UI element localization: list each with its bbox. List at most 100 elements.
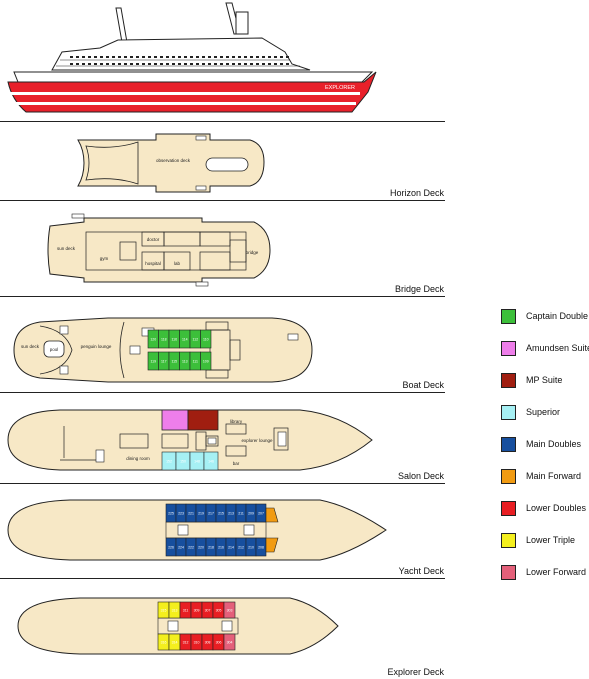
ship-window <box>160 63 163 65</box>
legend-label: Superior <box>526 407 561 417</box>
cabin-number: 308 <box>205 641 211 645</box>
ship-window <box>136 56 139 58</box>
ship-window <box>262 56 265 58</box>
cabin-number: 215 <box>218 512 224 516</box>
main-forward-cabin <box>265 507 279 523</box>
legend-item: Captain Double <box>501 307 588 325</box>
room-label: gym <box>100 256 109 261</box>
ship-window <box>166 56 169 58</box>
ship-window <box>106 56 109 58</box>
room-label: explorer lounge <box>241 438 273 443</box>
cabin-number: 214 <box>228 546 234 550</box>
ship-window <box>286 63 289 65</box>
cabin-number: 209 <box>248 512 254 516</box>
deck-title-yacht: Yacht Deck <box>399 566 445 576</box>
ship-window <box>190 63 193 65</box>
legend-item: MP Suite <box>501 371 562 389</box>
room-label: penguin lounge <box>81 344 112 349</box>
cabin-number: 118 <box>161 338 167 342</box>
ship-window <box>190 56 193 58</box>
ship-window <box>280 56 283 58</box>
room-label: bar <box>233 461 240 466</box>
ship-window <box>220 63 223 65</box>
cabin-number: 222 <box>188 546 194 550</box>
legend-item: Lower Doubles <box>501 499 586 517</box>
legend-label: MP Suite <box>526 375 563 385</box>
ship-window <box>178 63 181 65</box>
room-label: sun deck <box>21 344 40 349</box>
ship-window <box>172 63 175 65</box>
deck-title-bridge: Bridge Deck <box>395 284 445 294</box>
cabin-number: 117 <box>161 360 167 364</box>
ship-window <box>130 56 133 58</box>
legend-item: Lower Forward <box>501 563 586 581</box>
ship-window <box>184 63 187 65</box>
ship-window <box>142 63 145 65</box>
room-label: library <box>230 419 243 424</box>
legend-swatch <box>501 564 516 580</box>
ship-window <box>106 63 109 65</box>
cabin-number: 305 <box>216 609 222 613</box>
cabin-number: 146 <box>208 460 214 464</box>
ship-window <box>280 63 283 65</box>
ship-window <box>244 63 247 65</box>
ship-window <box>112 63 115 65</box>
cabin <box>200 329 212 349</box>
ship-window <box>196 63 199 65</box>
cabin-number: 306 <box>216 641 222 645</box>
deck-title-horizon: Horizon Deck <box>390 188 445 198</box>
cabin-number: 315 <box>161 609 167 613</box>
ship-window <box>268 56 271 58</box>
ship-window <box>256 63 259 65</box>
ship-window <box>184 56 187 58</box>
cabin-number: 109 <box>203 360 209 364</box>
yacht-deck-outline <box>7 499 387 561</box>
deck-separators <box>0 121 445 579</box>
legend-item: Main Forward <box>501 467 581 485</box>
ship-window <box>112 56 115 58</box>
ship-window <box>238 56 241 58</box>
cabin-number: 307 <box>205 609 211 613</box>
cabin-number: 311 <box>183 609 189 613</box>
ship-window <box>226 56 229 58</box>
cabin-number: 148 <box>194 460 200 464</box>
cabin-number: 309 <box>194 609 200 613</box>
ship-window <box>118 63 121 65</box>
cabin-number: 120 <box>150 338 156 342</box>
ship-window <box>136 63 139 65</box>
cabin-number: 217 <box>208 512 214 516</box>
main-forward-cabin <box>265 537 279 553</box>
ship-window <box>154 56 157 58</box>
cabin-number: 207 <box>258 512 264 516</box>
ship-window <box>148 56 151 58</box>
cabin-number: 218 <box>208 546 214 550</box>
ship-window <box>256 56 259 58</box>
ship-window <box>232 63 235 65</box>
legend-item: Amundsen Suite <box>501 339 589 357</box>
room-label: sun deck <box>57 246 76 251</box>
legend-label: Amundsen Suite <box>526 343 589 353</box>
ship-window <box>148 63 151 65</box>
cabin-number: 312 <box>183 641 189 645</box>
ship-window <box>214 63 217 65</box>
cabin <box>223 633 236 651</box>
ship-window <box>238 63 241 65</box>
legend-swatch <box>501 532 516 548</box>
cabin-number: 212 <box>238 546 244 550</box>
legend-item: Superior <box>501 403 560 421</box>
legend-swatch <box>501 308 516 324</box>
ship-window <box>88 56 91 58</box>
cabin-number: 111 <box>193 360 198 364</box>
bridge-deck-outline <box>47 217 271 283</box>
room-label: doctor <box>147 237 160 242</box>
mp-suite-cabin <box>187 409 219 431</box>
ship-window <box>100 56 103 58</box>
legend-swatch <box>501 436 516 452</box>
legend-item: Main Doubles <box>501 435 581 453</box>
legend-label: Lower Doubles <box>526 503 587 513</box>
ship-window <box>220 56 223 58</box>
